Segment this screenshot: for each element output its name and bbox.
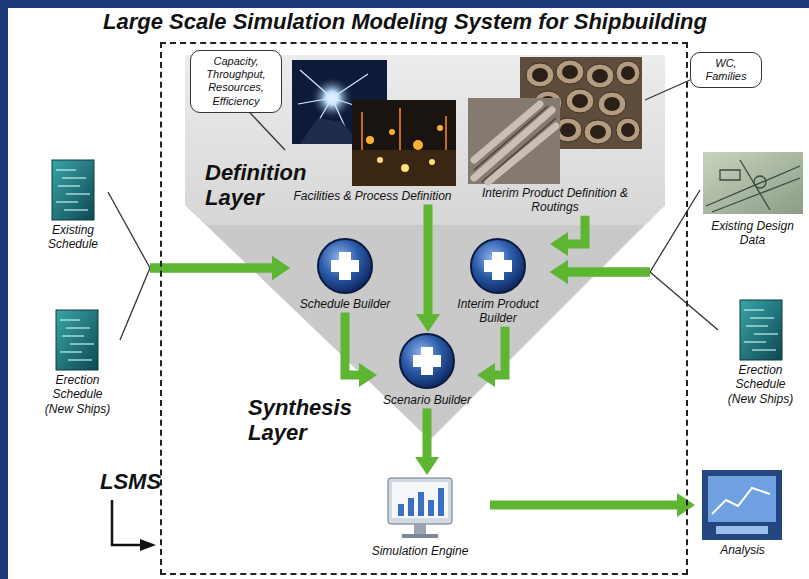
node-label: Capacity, Throughput, Resources, Efficie… <box>196 55 276 108</box>
panel <box>8 8 809 579</box>
diagram-title: Large Scale Simulation Modeling System f… <box>10 9 800 35</box>
schedule-image <box>740 300 782 360</box>
builder-icon <box>400 334 454 388</box>
node-label: Schedule Builder <box>290 296 400 312</box>
node-label: Simulation Engine <box>350 543 490 559</box>
node-label: Interim Product Builder <box>446 296 550 327</box>
input-document: Existing Design Data <box>700 150 805 249</box>
output-module: Analysis <box>695 468 790 558</box>
flow-arrow-shaft <box>490 501 677 510</box>
callout-note: WC, Families <box>690 52 762 88</box>
builder-icon <box>318 239 372 293</box>
callout-note: Capacity, Throughput, Resources, Efficie… <box>190 50 282 113</box>
system-boundary: LSMSDefinition LayerSynthesis LayerFacil… <box>160 42 688 575</box>
process-picture: Interim Product Definition & Routings <box>465 55 645 216</box>
input-document: Erection Schedule (New Ships) <box>35 308 120 417</box>
node-label: Facilities & Process Definition <box>285 188 460 204</box>
schedule-image <box>52 160 94 220</box>
design-data-image <box>703 152 803 214</box>
builder-module: Schedule Builder <box>290 236 400 312</box>
analysis-image <box>702 470 782 540</box>
builder-module: Scenario Builder <box>377 332 477 408</box>
lsms-bracket <box>112 500 156 551</box>
flow-arrow <box>490 505 677 506</box>
monitor-icon <box>388 478 452 538</box>
funnel-shape <box>185 55 665 440</box>
builder-module: Interim Product Builder <box>446 236 550 327</box>
node-label: Erection Schedule (New Ships) <box>35 372 120 417</box>
flow-arrow-shaft <box>150 264 272 273</box>
process-picture: Facilities & Process Definition <box>285 58 460 204</box>
flow-arrow-shaft <box>568 268 650 277</box>
node-label: Existing Schedule <box>38 222 108 253</box>
input-document: Existing Schedule <box>38 158 108 253</box>
flow-arrow-shaft <box>150 264 272 273</box>
steel-photo <box>468 98 560 184</box>
node-label: WC, Families <box>696 57 756 83</box>
schedule-image <box>56 310 98 370</box>
builder-icon <box>471 239 525 293</box>
node-label: Interim Product Definition & Routings <box>465 185 645 216</box>
boundary-label: LSMS <box>100 470 686 494</box>
flow-arrow-shaft <box>424 204 433 314</box>
feed-line <box>650 272 718 330</box>
input-document: Erection Schedule (New Ships) <box>718 298 803 407</box>
node-label: Existing Design Data <box>700 218 805 249</box>
plant-photo <box>352 100 456 186</box>
feed-line <box>120 268 150 340</box>
flow-arrow-shaft <box>568 268 650 277</box>
layer-funnel: Definition LayerSynthesis LayerFacilitie… <box>185 55 665 440</box>
feed-line <box>108 192 150 268</box>
layer-label: Definition Layer <box>205 160 335 211</box>
node-label: Scenario Builder <box>377 392 477 408</box>
flow-arrow <box>427 408 428 457</box>
node-label: Analysis <box>695 542 790 558</box>
node-label: Erection Schedule (New Ships) <box>718 362 803 407</box>
flow-arrow <box>120 268 272 340</box>
flow-arrow-shaft <box>423 408 432 457</box>
flow-arrow <box>428 204 429 314</box>
flow-arrow <box>568 272 718 330</box>
engine-module: Simulation Engine <box>350 475 490 559</box>
layer-label: Synthesis Layer <box>248 395 378 446</box>
